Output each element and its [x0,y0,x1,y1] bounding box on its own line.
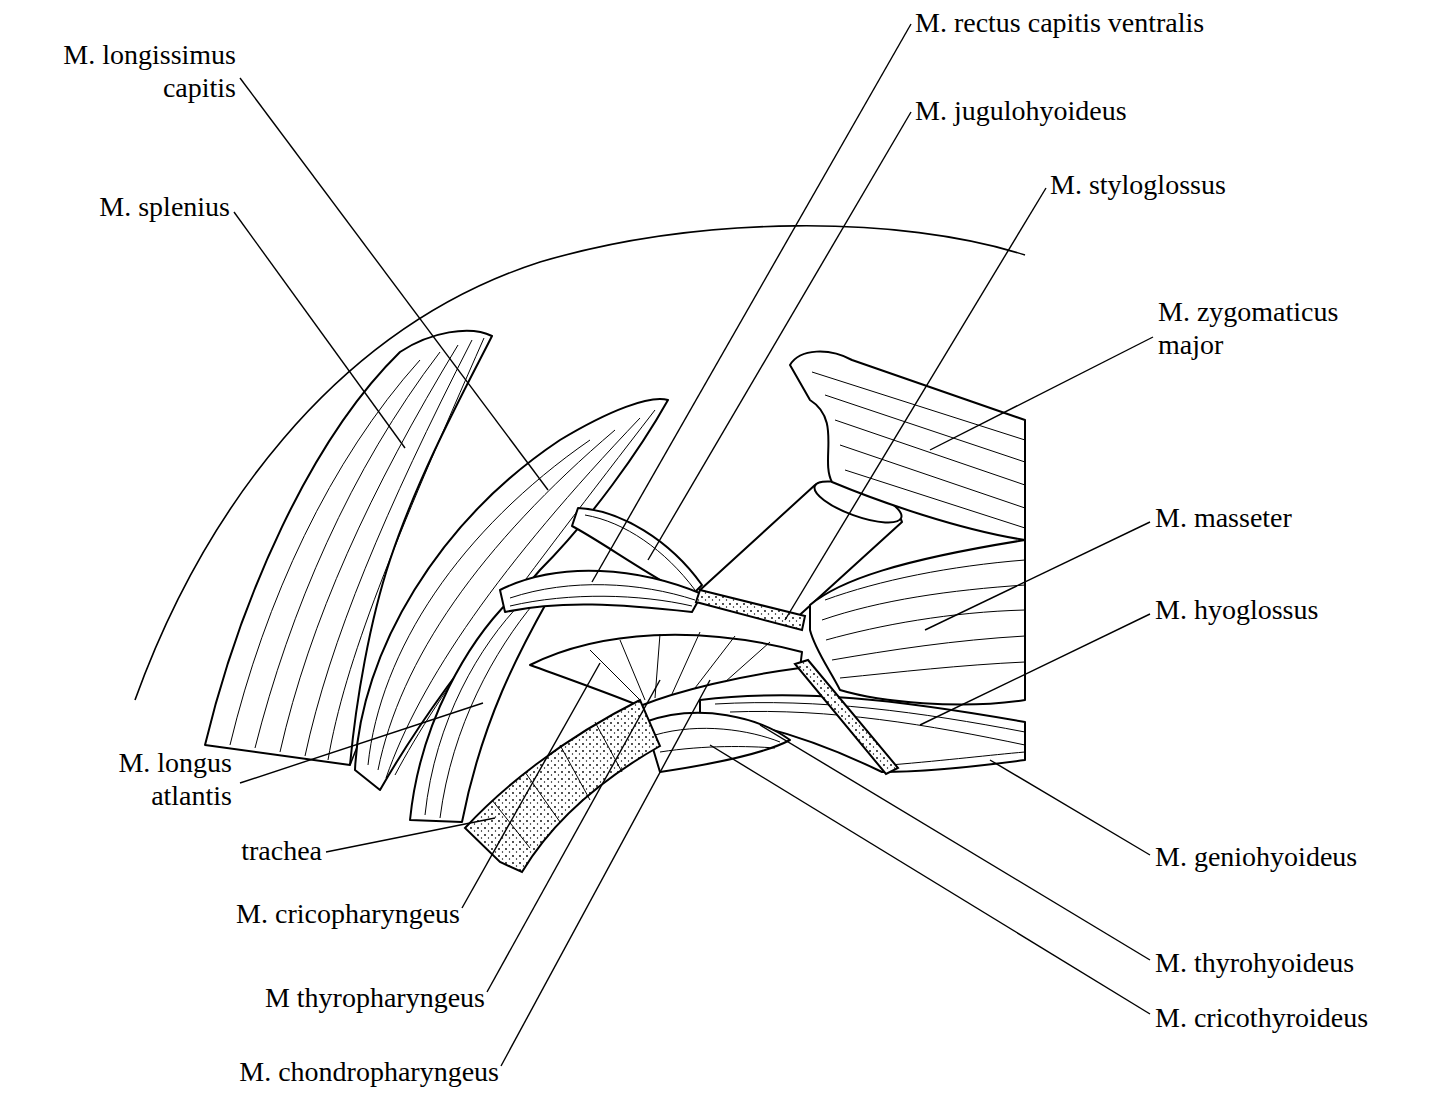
part-label: M. chondropharyngeus [239,1055,499,1088]
part-label: M. hyoglossus [1155,593,1318,626]
masseter-muscle [810,540,1025,705]
hyoid-bone [795,660,898,774]
part-label: M. cricopharyngeus [236,897,460,930]
rectus-capitis-muscle [500,571,702,612]
part-label: M. styloglossus [1050,168,1226,201]
part-label: M. longus atlantis [82,746,232,812]
part-label: M thyropharyngeus [265,981,485,1014]
part-label: M. zygomaticus major [1158,295,1388,361]
leader-lines [234,24,1153,1066]
part-label: M. masseter [1155,501,1292,534]
zygomaticus-muscle [790,352,1025,540]
part-label: trachea [241,834,322,867]
part-label: M. geniohyoideus [1155,840,1357,873]
cricothyroid-muscle [645,713,790,772]
part-label: M. thyrohyoideus [1155,946,1354,979]
part-label: M. longissimus capitis [4,38,236,104]
part-label: M. cricothyroideus [1155,1001,1368,1034]
part-label: M. jugulohyoideus [915,94,1127,127]
trachea-tube [465,700,660,872]
part-label: M. splenius [99,190,230,223]
part-label: M. rectus capitis ventralis [915,6,1204,39]
